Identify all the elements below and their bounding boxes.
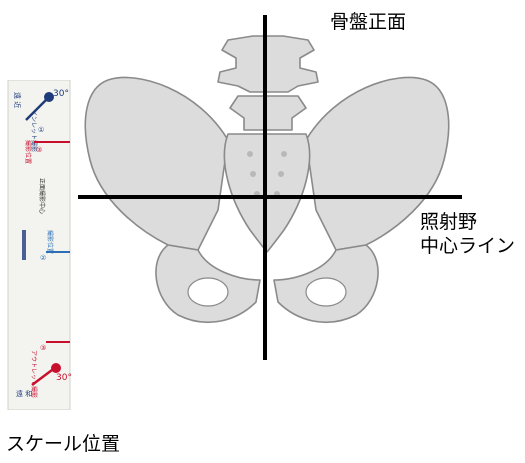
left-ilium	[85, 78, 228, 251]
scale-marker-3: ③	[36, 146, 42, 154]
scale-top-angle: 30°	[53, 89, 69, 99]
scale-marker-2: ②	[40, 254, 46, 262]
scale-strip: 遠 近 30° インレット撮影 ① 撮影位置 ③ 正面撮影中心 ② 撮影位置 ③…	[6, 80, 74, 410]
beam-center-line-label: 照射野 中心ライン	[420, 210, 515, 258]
pelvis-ap-label: 骨盤正面	[330, 10, 406, 34]
lumbar-vertebra	[218, 36, 318, 92]
scale-marker-3-bottom: ③	[40, 344, 46, 352]
scale-top-corner: 遠 近	[13, 92, 22, 108]
left-obturator	[188, 278, 228, 306]
scale-bottom-corner: 遠 和	[16, 389, 32, 398]
scale-bottom-angle: 30°	[56, 373, 72, 383]
beam-center-horizontal-line	[78, 195, 462, 199]
scale-logo-icon	[22, 230, 26, 260]
scale-marker-1: ①	[38, 126, 44, 134]
right-obturator	[306, 278, 346, 306]
sacrum	[224, 134, 309, 252]
scale-standing-label: 撮影位置	[24, 140, 32, 164]
lumbar-vertebra-lower	[230, 96, 306, 130]
beam-center-vertical-line	[263, 15, 267, 360]
scale-position-label: スケール位置	[6, 432, 120, 456]
scale-center-text: 正面撮影中心	[38, 178, 46, 214]
scale-mid-label: 撮影位置	[46, 230, 54, 254]
